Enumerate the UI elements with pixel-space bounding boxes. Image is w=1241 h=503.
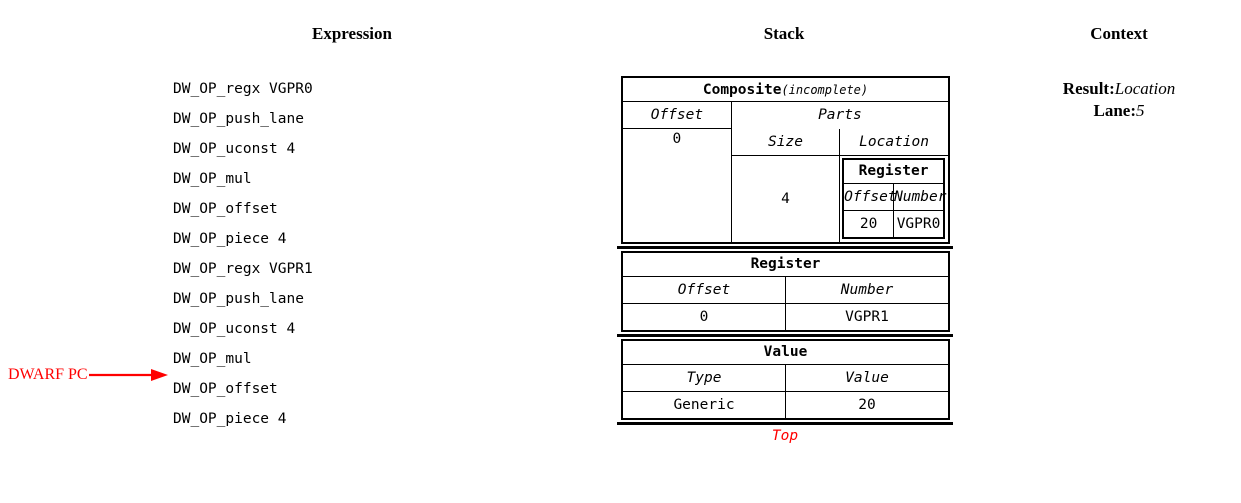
context-row-result: Result:Location <box>1000 78 1238 100</box>
register-offset-header: Offset <box>623 276 786 304</box>
register-offset-value: 0 <box>699 308 709 325</box>
composite-offset-header: Offset <box>623 101 732 129</box>
composite-location-cell: Register Offset Number 20 VGPR0 <box>839 155 948 242</box>
composite-title-suffix: (incomplete) <box>781 82 869 97</box>
nested-register-title: Register <box>844 159 943 184</box>
value-value-value: 20 <box>785 391 948 418</box>
value-type-value: Generic <box>673 396 735 413</box>
context-result-key: Result: <box>1062 79 1115 98</box>
expression-line: DW_OP_offset <box>173 201 278 217</box>
nested-register-offset-value: 20 <box>859 215 878 232</box>
stack-separator <box>617 245 953 249</box>
expression-list: DW_OP_regx VGPR0 DW_OP_push_lane DW_OP_u… <box>173 74 433 434</box>
context-lane-value: 5 <box>1136 101 1145 120</box>
page-title-expression: Expression <box>312 24 392 43</box>
dwarf-pc-label: DWARF PC <box>8 366 88 383</box>
expression-line: DW_OP_piece 4 <box>173 231 287 247</box>
expression-line: DW_OP_piece 4 <box>173 411 287 427</box>
stack-frame-value[interactable]: Value Type Value Generic 20 <box>621 338 950 420</box>
expression-line: DW_OP_regx VGPR0 <box>173 81 313 97</box>
expression-line: DW_OP_offset <box>173 381 278 397</box>
stack-top-label: Top <box>771 427 799 444</box>
composite-title: Composite(incomplete) <box>623 78 948 102</box>
context-row-lane: Lane:5 <box>1000 100 1238 122</box>
expression-line: DW_OP_push_lane <box>173 111 304 127</box>
page-title-context: Context <box>1090 24 1148 43</box>
composite-location-header: Location <box>839 128 948 156</box>
stack-separator <box>617 421 953 425</box>
nested-register-offset-header: Offset <box>844 183 897 211</box>
value-value-header: Value <box>785 364 948 392</box>
nested-register-number-header: Number <box>893 183 946 211</box>
context-lane-key: Lane: <box>1093 101 1137 120</box>
page-title-stack: Stack <box>763 24 805 43</box>
stack-area: Composite(incomplete) Offset Parts 0 Siz… <box>617 76 953 444</box>
context-area: Result:Location Lane:5 <box>1000 78 1238 122</box>
expression-line: DW_OP_uconst 4 <box>173 321 296 337</box>
expression-line: DW_OP_mul <box>173 171 252 187</box>
stack-separator <box>617 333 953 337</box>
composite-offset-value: 0 <box>672 131 682 147</box>
value-title: Value <box>623 340 948 365</box>
register-title: Register <box>623 252 948 277</box>
composite-size-header: Size <box>730 128 840 156</box>
dwarf-pc-marker: DWARF PC <box>8 363 169 387</box>
nested-register-box[interactable]: Register Offset Number 20 VGPR0 <box>842 157 946 239</box>
composite-title-text: Composite <box>702 81 782 98</box>
context-result-value: Location <box>1114 79 1176 98</box>
arrow-right-icon <box>88 369 168 381</box>
stack-frame-composite[interactable]: Composite(incomplete) Offset Parts 0 Siz… <box>621 76 950 244</box>
expression-line: DW_OP_uconst 4 <box>173 141 296 157</box>
expression-line: DW_OP_push_lane <box>173 291 304 307</box>
expression-line: DW_OP_mul <box>173 351 252 367</box>
expression-line: DW_OP_regx VGPR1 <box>173 261 313 277</box>
value-type-header: Type <box>623 364 786 392</box>
register-number-header: Number <box>785 276 948 304</box>
composite-size-value: 4 <box>730 155 840 242</box>
composite-parts-header: Parts <box>730 101 948 129</box>
nested-register-number-value: VGPR0 <box>893 210 943 237</box>
register-number-value: VGPR1 <box>785 303 948 330</box>
stack-frame-register[interactable]: Register Offset Number 0 VGPR1 <box>621 250 950 332</box>
